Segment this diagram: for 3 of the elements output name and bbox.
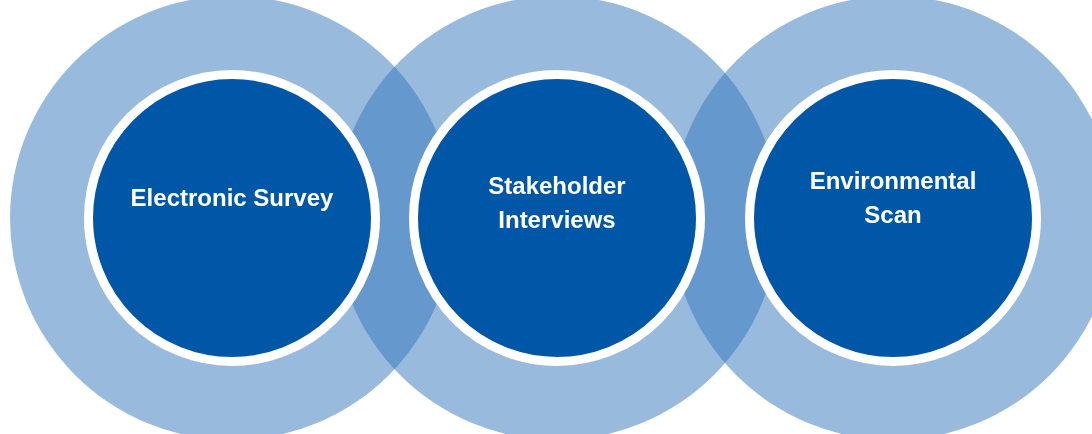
node-label: Stakeholder Interviews xyxy=(487,171,627,235)
node-label: Electronic Survey xyxy=(130,183,334,214)
node-label: Environmental Scan xyxy=(808,166,978,230)
